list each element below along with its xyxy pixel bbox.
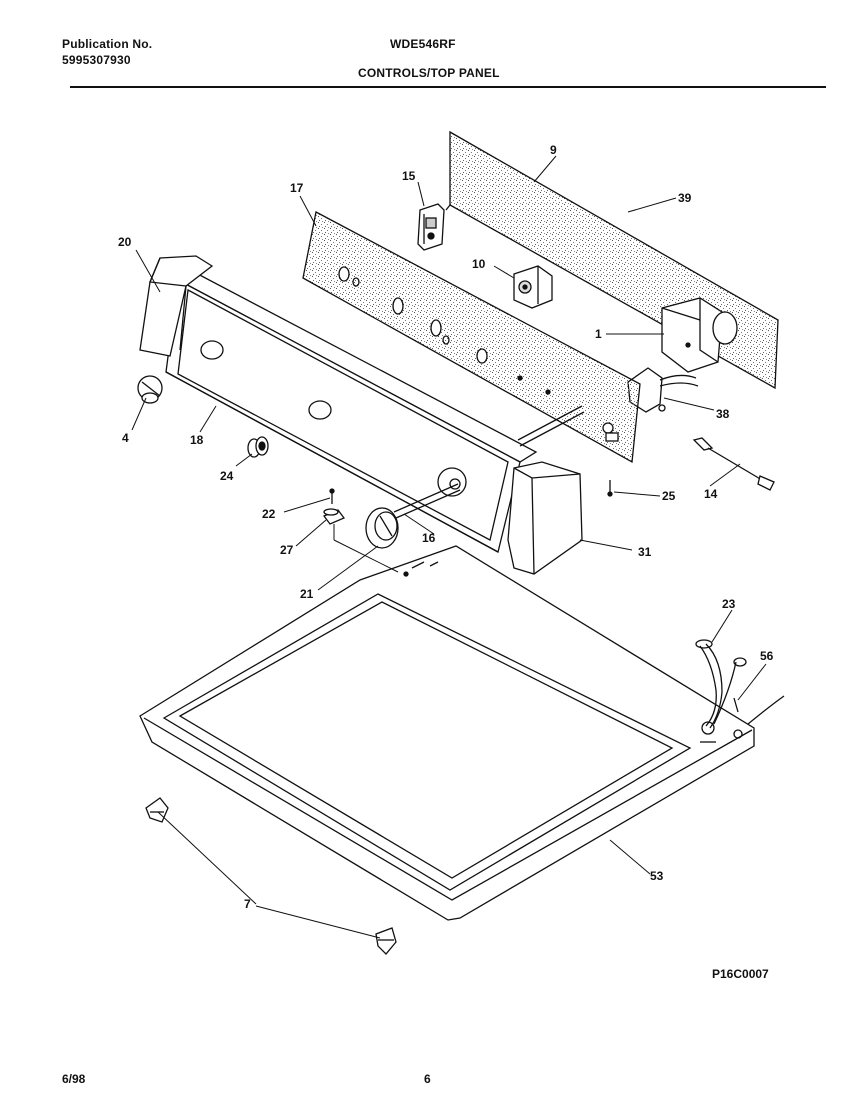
callout-labels: 9 39 15 17 10 1 38 20 4 18 24 22 16 27 2… — [118, 143, 774, 911]
callout-14: 14 — [704, 487, 718, 501]
part-27-bumper — [322, 508, 346, 525]
publication-label: Publication No. — [62, 37, 153, 51]
part-24-bushing — [247, 436, 269, 458]
part-20-left-end-cap — [139, 255, 214, 357]
callout-23: 23 — [722, 597, 736, 611]
part-10-selector-switch — [513, 265, 553, 309]
callout-17: 17 — [290, 181, 304, 195]
callout-27: 27 — [280, 543, 294, 557]
part-25-screw — [607, 480, 613, 497]
callout-20: 20 — [118, 235, 132, 249]
callout-39: 39 — [678, 191, 692, 205]
part-53-top-panel — [139, 545, 755, 921]
header-rule — [70, 86, 826, 88]
callout-7: 7 — [244, 897, 251, 911]
callout-31: 31 — [638, 545, 652, 559]
callout-24: 24 — [220, 469, 234, 483]
model-number: WDE546RF — [390, 37, 456, 51]
part-14-jumper-wire — [692, 437, 775, 491]
part-1-timer — [661, 297, 738, 373]
part-21-timer-knob — [365, 507, 399, 549]
callout-9: 9 — [550, 143, 557, 157]
callout-53: 53 — [650, 869, 664, 883]
page-number: 6 — [424, 1072, 431, 1086]
callout-18: 18 — [190, 433, 204, 447]
callout-10: 10 — [472, 257, 486, 271]
callout-56: 56 — [760, 649, 774, 663]
callout-16: 16 — [422, 531, 436, 545]
drawing-id: P16C0007 — [712, 967, 769, 981]
publication-number: 5995307930 — [62, 53, 131, 67]
callout-15: 15 — [402, 169, 416, 183]
leader-lines — [131, 155, 767, 939]
section-title: CONTROLS/TOP PANEL — [358, 66, 500, 80]
callout-25: 25 — [662, 489, 676, 503]
callout-38: 38 — [716, 407, 730, 421]
part-7-clip-rear — [375, 927, 397, 955]
callout-21: 21 — [300, 587, 314, 601]
part-56-wire — [733, 695, 785, 725]
part-15-switch — [417, 203, 445, 251]
part-16-shaft — [393, 405, 585, 519]
part-22-screw — [329, 488, 335, 504]
part-31-right-end-cap — [507, 461, 583, 575]
part-17-mounting-panel — [302, 211, 641, 464]
part-23-wire-harness — [695, 639, 747, 729]
callout-22: 22 — [262, 507, 276, 521]
callout-4: 4 — [122, 431, 129, 445]
callout-1: 1 — [595, 327, 602, 341]
part-4-knob — [137, 375, 163, 404]
footer-date: 6/98 — [62, 1072, 86, 1086]
